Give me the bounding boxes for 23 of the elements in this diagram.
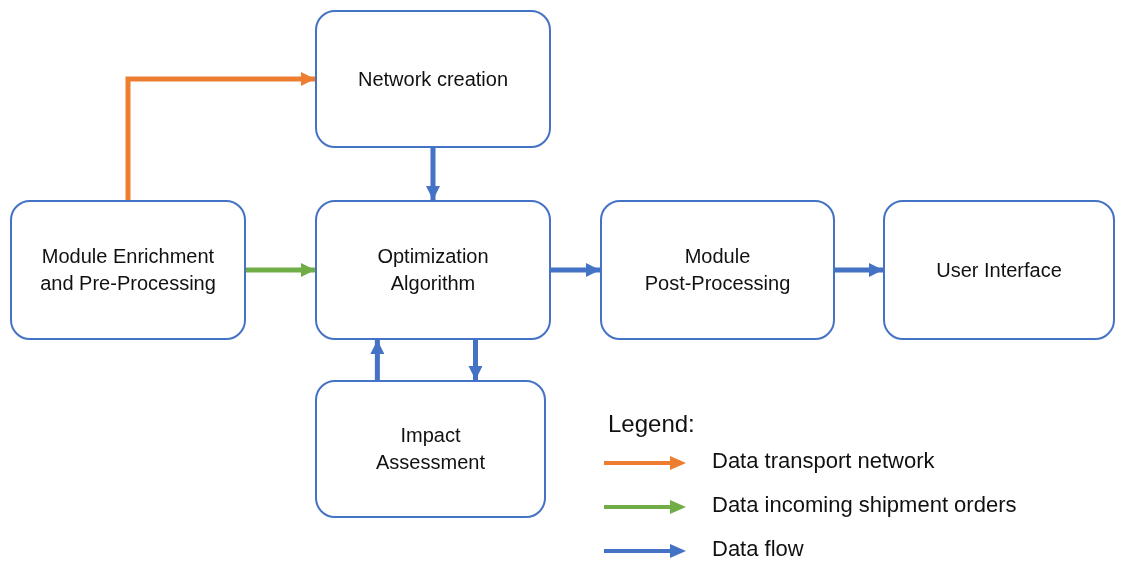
arrow — [125, 72, 315, 200]
process-box — [600, 200, 835, 340]
legend-title: Legend: — [608, 410, 695, 438]
arrow — [835, 263, 883, 277]
box-label: Impact Assessment — [375, 423, 486, 475]
legend-text: Data flow — [712, 536, 804, 562]
process-box — [883, 200, 1115, 340]
legend-text: Data incoming shipment orders — [712, 492, 1017, 518]
process-box — [10, 200, 246, 340]
process-box — [315, 10, 551, 148]
box-label: Optimization Algorithm — [376, 244, 490, 296]
box-label: Module Enrichment and Pre-Processing — [39, 244, 217, 296]
arrow — [426, 148, 440, 200]
arrow — [468, 340, 483, 380]
box-label: Network creation — [357, 66, 509, 92]
arrow — [551, 263, 600, 277]
box-label: Module Post-Processing — [643, 244, 792, 296]
arrow — [246, 263, 315, 277]
process-box — [315, 380, 546, 518]
legend-text: Data transport network — [712, 448, 935, 474]
box-label: User Interface — [936, 257, 1062, 283]
process-box — [315, 200, 551, 340]
arrow — [370, 340, 385, 380]
